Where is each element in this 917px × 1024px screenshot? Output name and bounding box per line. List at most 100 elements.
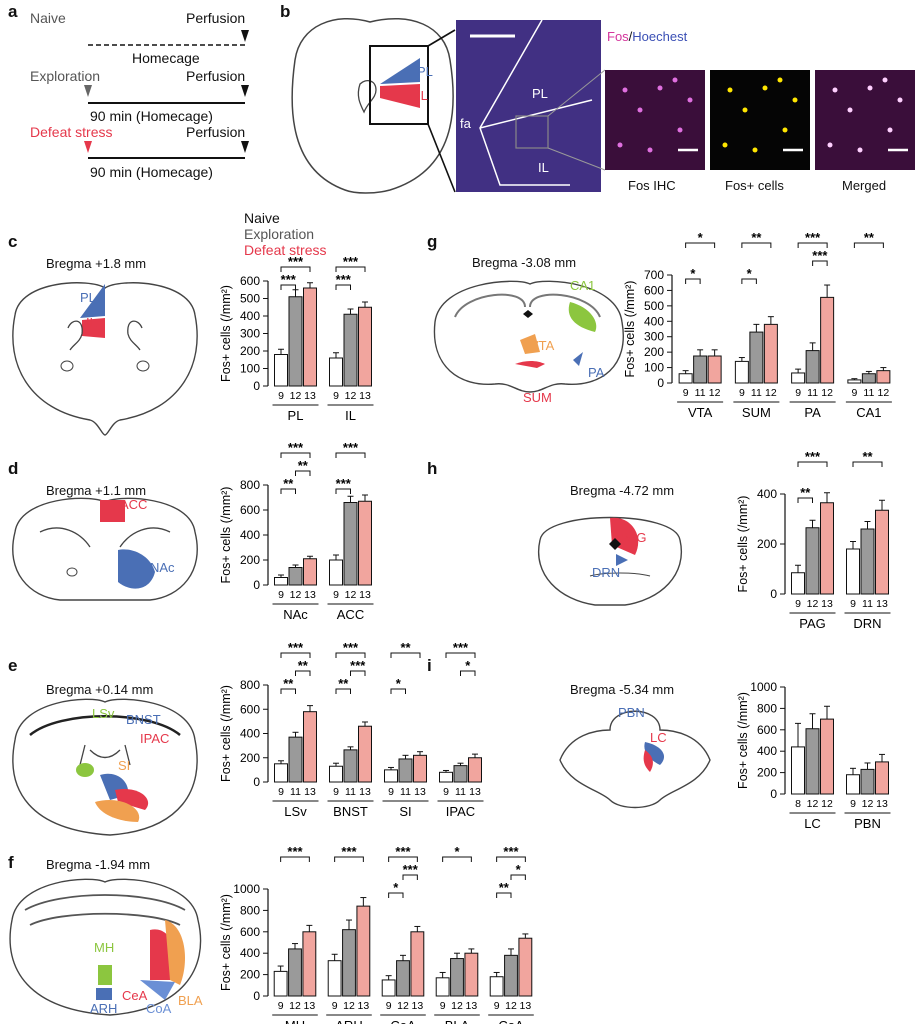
significance-label: *** xyxy=(805,230,821,245)
e-lsv-label: LSv xyxy=(92,706,115,721)
n-label: 13 xyxy=(358,1000,370,1012)
significance-bracket xyxy=(852,461,883,467)
bregma-i: Bregma -5.34 mm xyxy=(570,682,675,697)
significance-bracket xyxy=(388,856,418,862)
brain-section-c xyxy=(12,282,198,436)
n-label: 11 xyxy=(863,387,874,399)
significance-label: * xyxy=(396,676,402,691)
y-tick-label: 800 xyxy=(240,478,260,492)
n-label: 9 xyxy=(850,598,856,610)
y-tick-label: 400 xyxy=(240,946,260,960)
y-tick-label: 100 xyxy=(240,362,260,376)
bar xyxy=(876,370,891,384)
bar xyxy=(678,373,693,384)
significance-label: ** xyxy=(800,485,811,500)
bar xyxy=(805,527,820,595)
bar xyxy=(791,746,805,795)
bar xyxy=(464,952,479,997)
n-label: 9 xyxy=(851,387,857,399)
hoechst-image xyxy=(456,20,601,192)
significance-label: ** xyxy=(862,449,873,464)
f-mh-label: MH xyxy=(94,940,115,955)
bar xyxy=(396,960,410,997)
significance-bracket xyxy=(402,874,418,880)
bar xyxy=(791,372,806,384)
c-pl-label: PL xyxy=(80,290,96,305)
n-label: 9 xyxy=(278,786,284,798)
significance-bracket xyxy=(334,856,364,862)
n-label: 12 xyxy=(345,390,357,402)
y-tick-label: 400 xyxy=(240,727,260,741)
significance-label: *** xyxy=(805,449,821,464)
fos-stain-label: Fos xyxy=(607,29,629,44)
significance-label: *** xyxy=(453,640,469,655)
y-tick-label: 800 xyxy=(240,678,260,692)
y-tick-label: 1000 xyxy=(233,882,260,896)
legend-naive: Naive xyxy=(244,210,280,226)
f-arh-label: ARH xyxy=(90,1001,118,1016)
bar xyxy=(329,765,343,783)
significance-label: *** xyxy=(336,476,352,491)
bar xyxy=(343,313,358,387)
significance-bracket xyxy=(460,670,476,676)
significance-label: ** xyxy=(400,640,411,655)
significance-label: ** xyxy=(864,230,875,245)
bar xyxy=(875,509,889,595)
panel-letter-e: e xyxy=(8,656,18,675)
n-label: 9 xyxy=(795,387,801,399)
e-si-label: SI xyxy=(118,758,131,773)
significance-bracket xyxy=(496,892,512,898)
significance-label: *** xyxy=(288,640,304,655)
y-tick-label: 200 xyxy=(240,968,260,982)
group-label: PL xyxy=(288,408,304,423)
bar xyxy=(820,296,835,384)
significance-label: ** xyxy=(298,458,309,473)
group-label: SI xyxy=(399,804,411,819)
bar xyxy=(860,528,875,595)
group-label: BNST xyxy=(333,804,368,819)
exploration-label: Exploration xyxy=(30,68,101,84)
bar xyxy=(398,758,413,783)
panel-letter-f: f xyxy=(8,853,14,872)
brain-section-g xyxy=(433,280,624,393)
group-label: CoA xyxy=(498,1018,524,1024)
caption-merged: Merged xyxy=(842,178,887,193)
y-tick-label: 300 xyxy=(644,330,664,344)
y-tick-label: 400 xyxy=(757,487,777,501)
bar xyxy=(356,905,371,997)
legend-exploration: Exploration xyxy=(244,226,315,242)
panel-letter-h: h xyxy=(427,459,438,478)
bar xyxy=(342,929,356,997)
n-label: 9 xyxy=(332,1000,338,1012)
bar xyxy=(329,559,343,586)
y-axis-label-i: Fos+ cells (/mm²) xyxy=(736,692,750,789)
bar xyxy=(327,960,342,997)
significance-bracket xyxy=(280,688,296,694)
n-label: 9 xyxy=(388,786,394,798)
y-tick-label: 600 xyxy=(240,925,260,939)
brain-outline xyxy=(291,18,454,194)
bar xyxy=(707,355,722,384)
legend-defeat-stress: Defeat stress xyxy=(244,242,327,258)
group-label: IL xyxy=(345,408,356,423)
i-pbn-label: PBN xyxy=(618,705,645,720)
bar xyxy=(274,577,288,586)
significance-bracket xyxy=(797,242,828,248)
significance-label: *** xyxy=(287,844,303,859)
caption-fos-ihc: Fos IHC xyxy=(628,178,676,193)
significance-bracket xyxy=(685,242,716,248)
n-label: 9 xyxy=(333,786,339,798)
y-tick-label: 200 xyxy=(757,766,777,780)
duration-label: 90 min (Homecage) xyxy=(90,164,213,180)
n-label: 13 xyxy=(414,786,426,798)
bar xyxy=(358,725,372,783)
group-label: ARH xyxy=(335,1018,362,1024)
caption-fos-cells: Fos+ cells xyxy=(725,178,784,193)
bar xyxy=(288,296,303,387)
e-bnst-label: BNST xyxy=(126,712,161,727)
n-label: 11 xyxy=(807,387,818,399)
significance-label: *** xyxy=(281,272,297,287)
bar xyxy=(820,502,834,595)
b-il-image-label: IL xyxy=(538,160,549,175)
bar xyxy=(875,761,889,795)
